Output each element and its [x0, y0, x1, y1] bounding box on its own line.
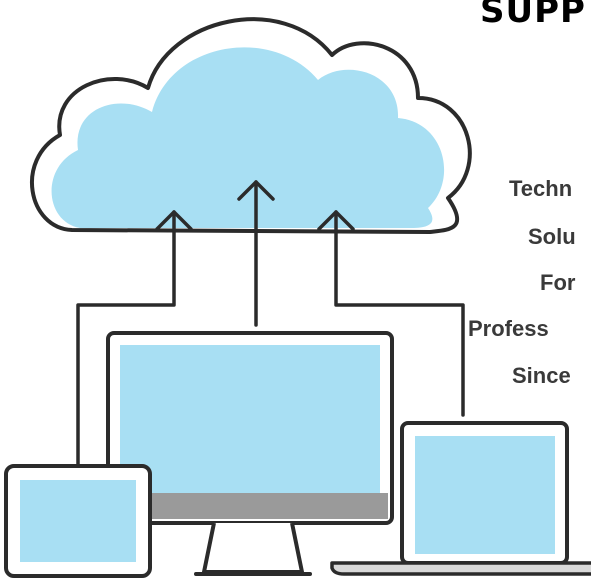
laptop-icon — [330, 421, 591, 576]
cloud-icon — [30, 17, 472, 234]
tagline-line-1: Techn — [509, 176, 573, 201]
headline: SUPP — [480, 0, 586, 31]
tagline-line-5: Since — [512, 363, 571, 388]
upload-arrow-icon — [76, 180, 465, 472]
monitor-icon — [106, 331, 394, 576]
tagline-line-3: For — [540, 270, 576, 295]
tablet-icon — [4, 464, 152, 578]
tagline-line-2: Solu — [528, 224, 576, 249]
tagline-line-4: Profess — [468, 316, 549, 341]
